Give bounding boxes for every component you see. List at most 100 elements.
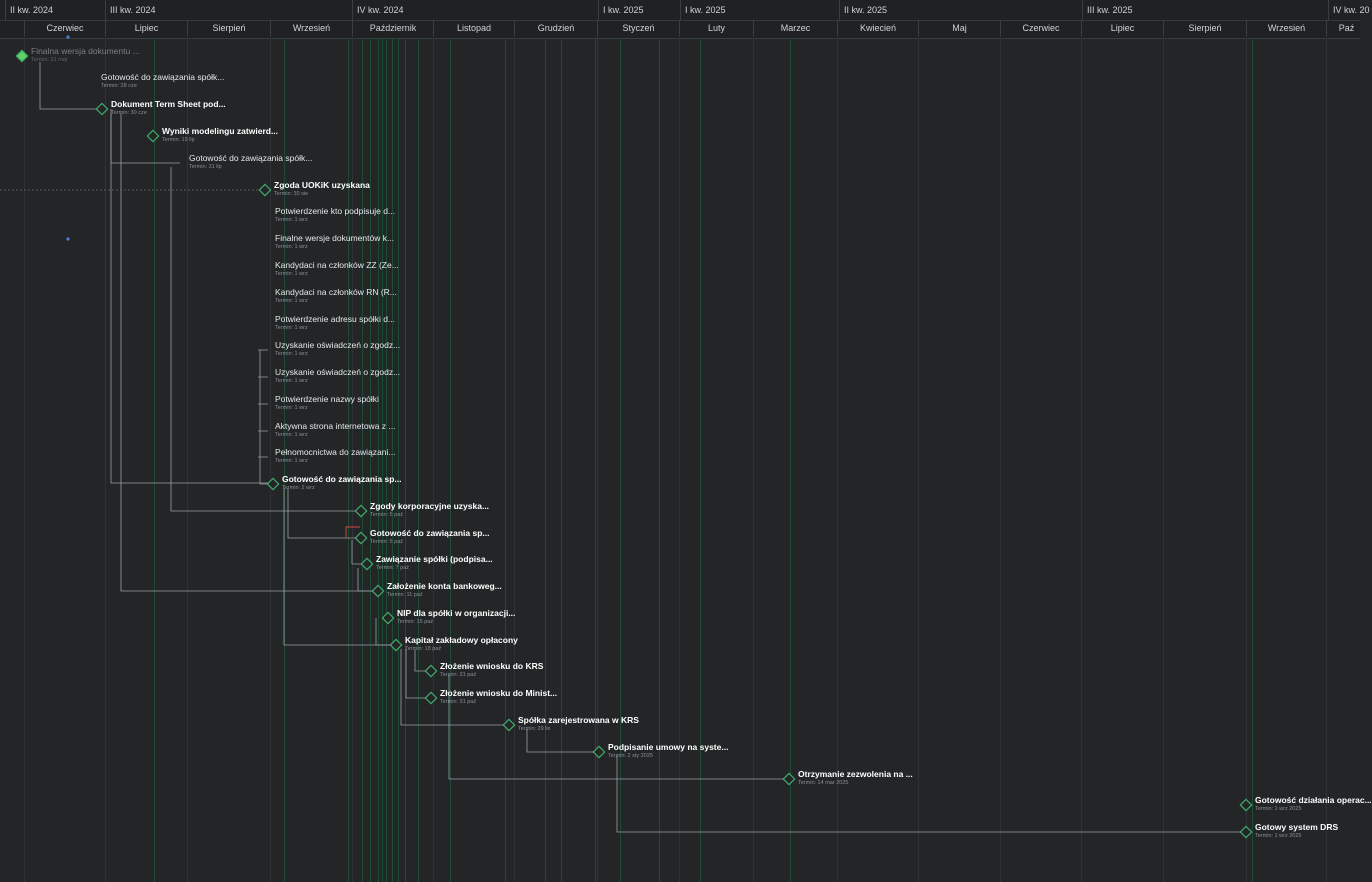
quarter-label: III kw. 2025 [1082,0,1328,20]
milestone-diamond-icon[interactable] [782,772,796,786]
deadline-gridline [620,38,621,882]
month-gridline [433,38,434,882]
milestone-title: Złożenie wniosku do KRS [440,661,544,671]
milestone-due-date: Termin: 2 sty 2025 [608,753,653,759]
milestone-item[interactable]: Uzyskanie oświadczeń o zgodz...Termin: 1… [275,367,400,385]
milestone-item[interactable]: Dokument Term Sheet pod...Termin: 30 cze [111,99,226,117]
deadline-gridline [505,38,506,882]
milestone-title: Spółka zarejestrowana w KRS [518,715,639,725]
month-label: Październik [352,20,433,37]
milestone-item[interactable]: Gotowość do zawiązania sp...Termin: 5 pa… [370,528,490,546]
milestone-item[interactable]: Wyniki modelingu zatwierd...Termin: 19 l… [162,126,278,144]
month-gridline [1246,38,1247,882]
milestone-diamond-icon[interactable] [424,691,438,705]
dependency-link [351,540,362,565]
milestone-due-date: Termin: 31 maj [31,57,68,63]
milestone-item[interactable]: Potwierdzenie kto podpisuje d...Termin: … [275,206,395,224]
milestone-diamond-icon[interactable] [592,745,606,759]
milestone-due-date: Termin: 14 mar 2025 [798,780,849,786]
milestone-due-date: Termin: 7 paź [376,565,410,571]
milestone-diamond-icon[interactable] [1239,798,1253,812]
dependency-link [39,62,97,110]
month-label: Lipiec [1081,20,1163,37]
milestone-item[interactable]: Aktywna strona internetowa z ...Termin: … [275,421,395,439]
deadline-gridline [370,38,371,882]
milestone-item[interactable]: Otrzymanie zezwolenia na ...Termin: 14 m… [798,769,913,787]
milestone-diamond-icon[interactable] [371,584,385,598]
milestone-due-date: Termin: 15 paź [397,619,434,625]
milestone-item[interactable]: Gotowość do zawiązania spółk...Termin: 3… [189,153,312,171]
milestone-title: Wyniki modelingu zatwierd... [162,126,279,136]
month-gridline [187,38,188,882]
month-gridline [514,38,515,882]
milestone-item[interactable]: Założenie konta bankoweg...Termin: 11 pa… [387,581,502,599]
milestone-diamond-icon[interactable] [360,557,374,571]
milestone-due-date: Termin: 5 paź [370,512,404,518]
milestone-diamond-icon[interactable] [502,718,516,732]
milestone-due-date: Termin: 1 wrz [275,351,308,357]
deadline-gridline [545,38,546,882]
milestone-item[interactable]: Złożenie wniosku do Minist...Termin: 31 … [440,688,557,706]
milestone-item[interactable]: NIP dla spółki w organizacji...Termin: 1… [397,608,515,626]
dependency-link [287,488,356,539]
milestone-item[interactable]: Potwierdzenie adresu spółki d...Termin: … [275,314,395,332]
milestone-item[interactable]: Gotowość do zawiązania spółk...Termin: 2… [101,72,224,90]
milestone-item[interactable]: Finalne wersje dokumentów k...Termin: 1 … [275,233,394,251]
month-label: Maj [918,20,1000,37]
milestone-diamond-icon[interactable] [146,129,160,143]
deadline-gridline [362,38,363,882]
dependency-link [526,729,594,753]
deadline-gridline [700,38,701,882]
milestone-due-date: Termin: 30 cze [111,110,147,116]
milestone-title: NIP dla spółki w organizacji... [397,608,516,618]
milestone-diamond-icon[interactable] [424,664,438,678]
month-label: Styczeń [597,20,679,37]
month-label: Listopad [433,20,514,37]
month-gridline [837,38,838,882]
milestone-due-date: Termin: 1 wrz [275,378,308,384]
milestone-due-date: Termin: 11 paź [387,592,423,598]
milestone-diamond-icon[interactable] [389,638,403,652]
milestone-item[interactable]: Podpisanie umowy na syste...Termin: 2 st… [608,742,728,760]
milestone-item[interactable]: Uzyskanie oświadczeń o zgodz...Termin: 1… [275,340,400,358]
milestone-diamond-icon[interactable] [258,183,272,197]
quarter-label: I kw. 2025 [680,0,838,20]
milestone-item[interactable]: Gotowość działania operac...Termin: 1 wr… [1255,795,1372,813]
milestone-diamond-icon[interactable] [381,611,395,625]
milestone-due-date: Termin: 5 paź [370,539,404,545]
milestone-diamond-icon[interactable] [354,531,368,545]
milestone-item[interactable]: Zawiązanie spółki (podpisa...Termin: 7 p… [376,554,493,572]
milestone-diamond-icon[interactable] [266,477,280,491]
milestone-diamond-icon[interactable] [15,49,29,63]
milestone-item[interactable]: Finalna wersja dokumentu ...Termin: 31 m… [31,46,140,64]
milestone-item[interactable]: Kandydaci na członków RN (R...Termin: 1 … [275,287,397,305]
milestone-title: Kapitał zakładowy opłacony [405,635,518,645]
milestone-item[interactable]: Pełnomocnictwa do zawiązani...Termin: 1 … [275,447,395,465]
dependency-link [258,349,268,458]
milestone-diamond-icon[interactable] [95,102,109,116]
deadline-gridline [284,38,285,882]
milestone-title: Uzyskanie oświadczeń o zgodz... [275,340,401,350]
milestone-diamond-icon[interactable] [1239,825,1253,839]
month-label: Wrzesień [270,20,352,37]
deadline-gridline [382,38,383,882]
deadline-gridline [450,38,451,882]
milestone-item[interactable]: Zgody korporacyjne uzyska...Termin: 5 pa… [370,501,489,519]
milestone-item[interactable]: Gotowość do zawiązania sp...Termin: 2 wr… [282,474,402,492]
dependency-link [616,756,1241,833]
quarter-label: II kw. 2024 [5,0,103,20]
milestone-item[interactable]: Kandydaci na członków ZZ (Ze...Termin: 1… [275,260,399,278]
milestone-diamond-icon[interactable] [354,504,368,518]
month-gridline [753,38,754,882]
deadline-gridline [659,38,660,882]
deadline-gridline [378,38,379,882]
month-gridline [270,38,271,882]
month-gridline [105,38,106,882]
